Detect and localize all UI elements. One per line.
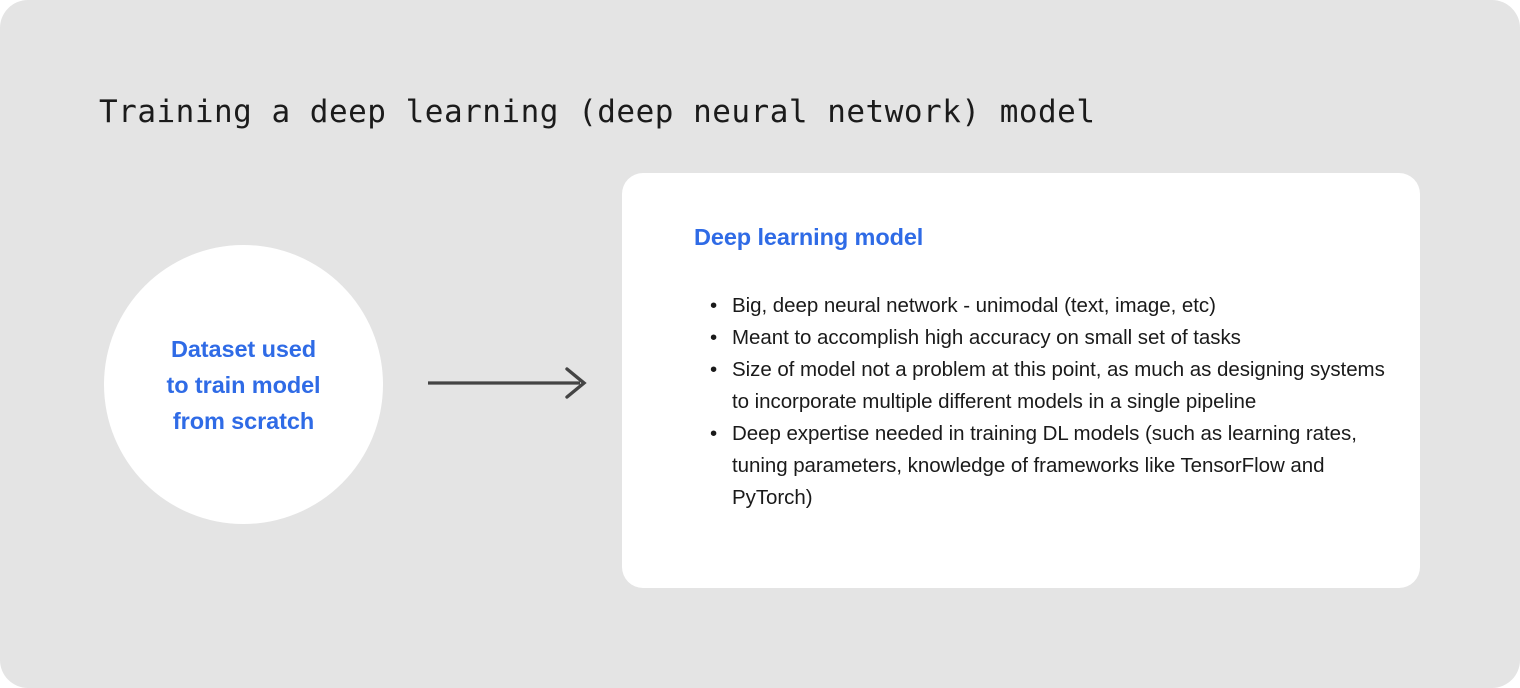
list-item-text: Meant to accomplish high accuracy on sma…	[732, 326, 1241, 349]
bullet-marker-icon: •	[710, 294, 718, 317]
dataset-circle-line-1: Dataset used	[170, 335, 317, 362]
list-item: • Big, deep neural network - unimodal (t…	[708, 290, 1388, 322]
page-title: Training a deep learning (deep neural ne…	[99, 94, 1096, 130]
dataset-circle-line-2: to train model	[166, 371, 321, 398]
dataset-circle-line-3: from scratch	[172, 407, 315, 434]
bullet-marker-icon: •	[710, 326, 718, 349]
card-heading: Deep learning model	[694, 224, 924, 250]
arrow-right-icon	[428, 367, 587, 399]
flow-connector	[424, 360, 592, 406]
deep-learning-model-card: Deep learning model • Big, deep neural n…	[622, 173, 1420, 588]
bullet-marker-icon: •	[710, 422, 718, 445]
list-item-text: Big, deep neural network - unimodal (tex…	[732, 294, 1216, 317]
list-item: • Meant to accomplish high accuracy on s…	[708, 322, 1388, 354]
list-item: • Deep expertise needed in training DL m…	[708, 418, 1388, 514]
dataset-circle-node: Dataset used to train model from scratch	[104, 245, 383, 524]
list-item-text: Size of model not a problem at this poin…	[732, 358, 1385, 413]
list-item-text: Deep expertise needed in training DL mod…	[732, 422, 1357, 509]
bullet-marker-icon: •	[710, 358, 718, 381]
list-item: • Size of model not a problem at this po…	[708, 354, 1388, 418]
card-bullet-list: • Big, deep neural network - unimodal (t…	[708, 290, 1388, 514]
